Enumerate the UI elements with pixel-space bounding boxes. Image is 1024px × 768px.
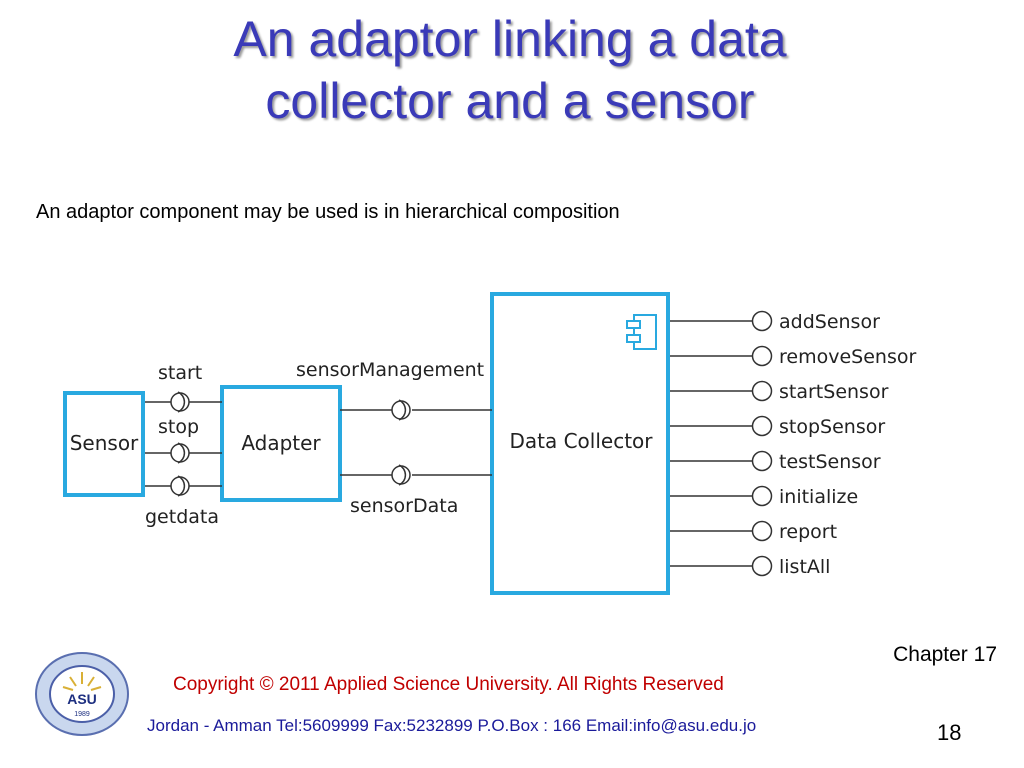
interface-initialize: initialize [670, 485, 858, 508]
port-label-start: start [158, 362, 202, 384]
sensor-component-box [63, 391, 145, 497]
sensor-port-stop [145, 442, 222, 464]
interface-label: listAll [779, 556, 830, 578]
interface-label: removeSensor [779, 346, 916, 368]
interface-list-all: listAll [670, 555, 830, 578]
sensor-component-label: Sensor [70, 431, 139, 455]
interface-remove-sensor: removeSensor [670, 345, 916, 368]
interface-add-sensor: addSensor [670, 310, 880, 333]
interface-label: testSensor [779, 451, 881, 473]
copyright-text: Copyright © 2011 Applied Science Univers… [173, 674, 724, 695]
uml-component-icon [626, 314, 657, 350]
adapter-component-label: Adapter [241, 431, 321, 455]
logo-year: 1989 [74, 711, 90, 718]
interface-label: addSensor [779, 311, 880, 333]
port-label-sensor-management: sensorManagement [296, 359, 484, 381]
slide-title: An adaptor linking a data collector and … [60, 8, 960, 132]
sensor-port-start [145, 391, 222, 413]
collector-component-label: Data Collector [509, 429, 653, 453]
interface-report: report [670, 520, 837, 543]
title-line-2: collector and a sensor [265, 73, 755, 129]
chapter-label: Chapter 17 [893, 643, 997, 666]
interface-start-sensor: startSensor [670, 380, 889, 403]
title-line-1: An adaptor linking a data [233, 11, 787, 67]
interface-label: initialize [779, 486, 858, 508]
collector-interfaces: addSensor removeSensor startSensor stopSens… [670, 310, 916, 578]
port-label-stop: stop [158, 416, 199, 438]
adapter-port-sensor-data [340, 464, 492, 486]
logo-text: ASU [67, 691, 97, 707]
interface-label: startSensor [779, 381, 889, 403]
adapter-port-sensor-management [340, 399, 492, 421]
port-label-sensor-data: sensorData [350, 495, 458, 517]
sensor-port-getdata [145, 475, 222, 497]
interface-stop-sensor: stopSensor [670, 415, 885, 438]
interface-label: report [779, 521, 837, 543]
interface-test-sensor: testSensor [670, 450, 881, 473]
port-label-getdata: getdata [145, 506, 219, 528]
contact-info: Jordan - Amman Tel:5609999 Fax:5232899 P… [147, 716, 757, 735]
adapter-component-box [220, 385, 342, 502]
slide-subtitle: An adaptor component may be used is in h… [36, 201, 620, 223]
asu-logo: ASU 1989 [35, 652, 129, 736]
interface-label: stopSensor [779, 416, 885, 438]
page-number: 18 [937, 720, 962, 745]
